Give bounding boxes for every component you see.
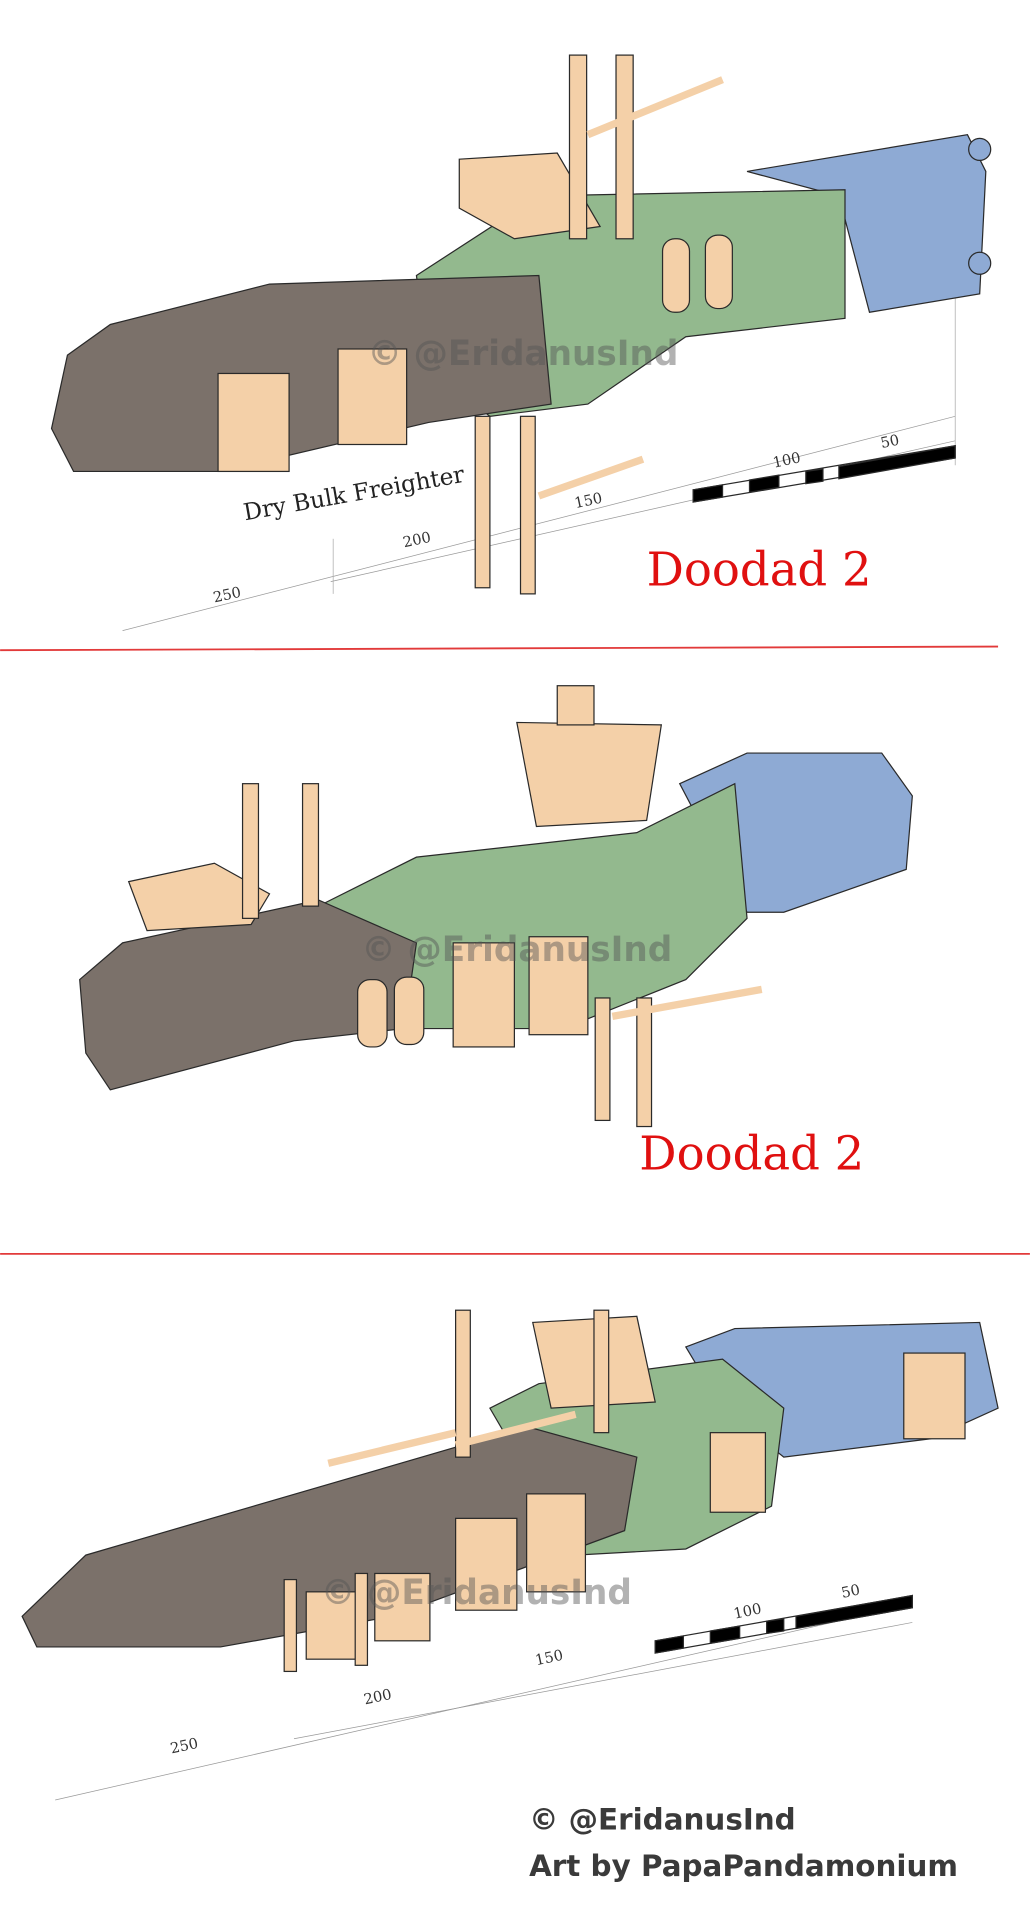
doodad-title: Doodad 2 xyxy=(647,542,872,596)
credit-handle: © @EridanusInd xyxy=(529,1802,796,1836)
panel-1-ship xyxy=(50,54,992,631)
scale-tick: 150 xyxy=(573,490,604,512)
panel-3-ship xyxy=(21,1309,999,1801)
scale-tick: 50 xyxy=(879,432,901,453)
divider xyxy=(0,645,999,652)
scale-tick: 200 xyxy=(362,1686,393,1708)
scale-bar xyxy=(692,444,956,503)
scale-tick: 100 xyxy=(732,1600,763,1622)
scale-tick: 200 xyxy=(401,529,432,551)
scale-tick: 150 xyxy=(534,1647,565,1669)
panel-2-ship xyxy=(79,685,913,1128)
scale-tick: 250 xyxy=(212,584,243,606)
watermark: © @EridanusInd xyxy=(367,334,678,374)
watermark: © @EridanusInd xyxy=(361,930,672,970)
scale-tick: 100 xyxy=(771,449,802,471)
watermark: © @EridanusInd xyxy=(321,1573,632,1613)
scale-bar xyxy=(654,1594,913,1654)
scale-tick: 50 xyxy=(840,1581,862,1602)
doodad-title: Doodad 2 xyxy=(639,1126,864,1180)
scale-tick: 250 xyxy=(169,1735,200,1757)
credit-artist: Art by PapaPandamonium xyxy=(529,1849,958,1883)
